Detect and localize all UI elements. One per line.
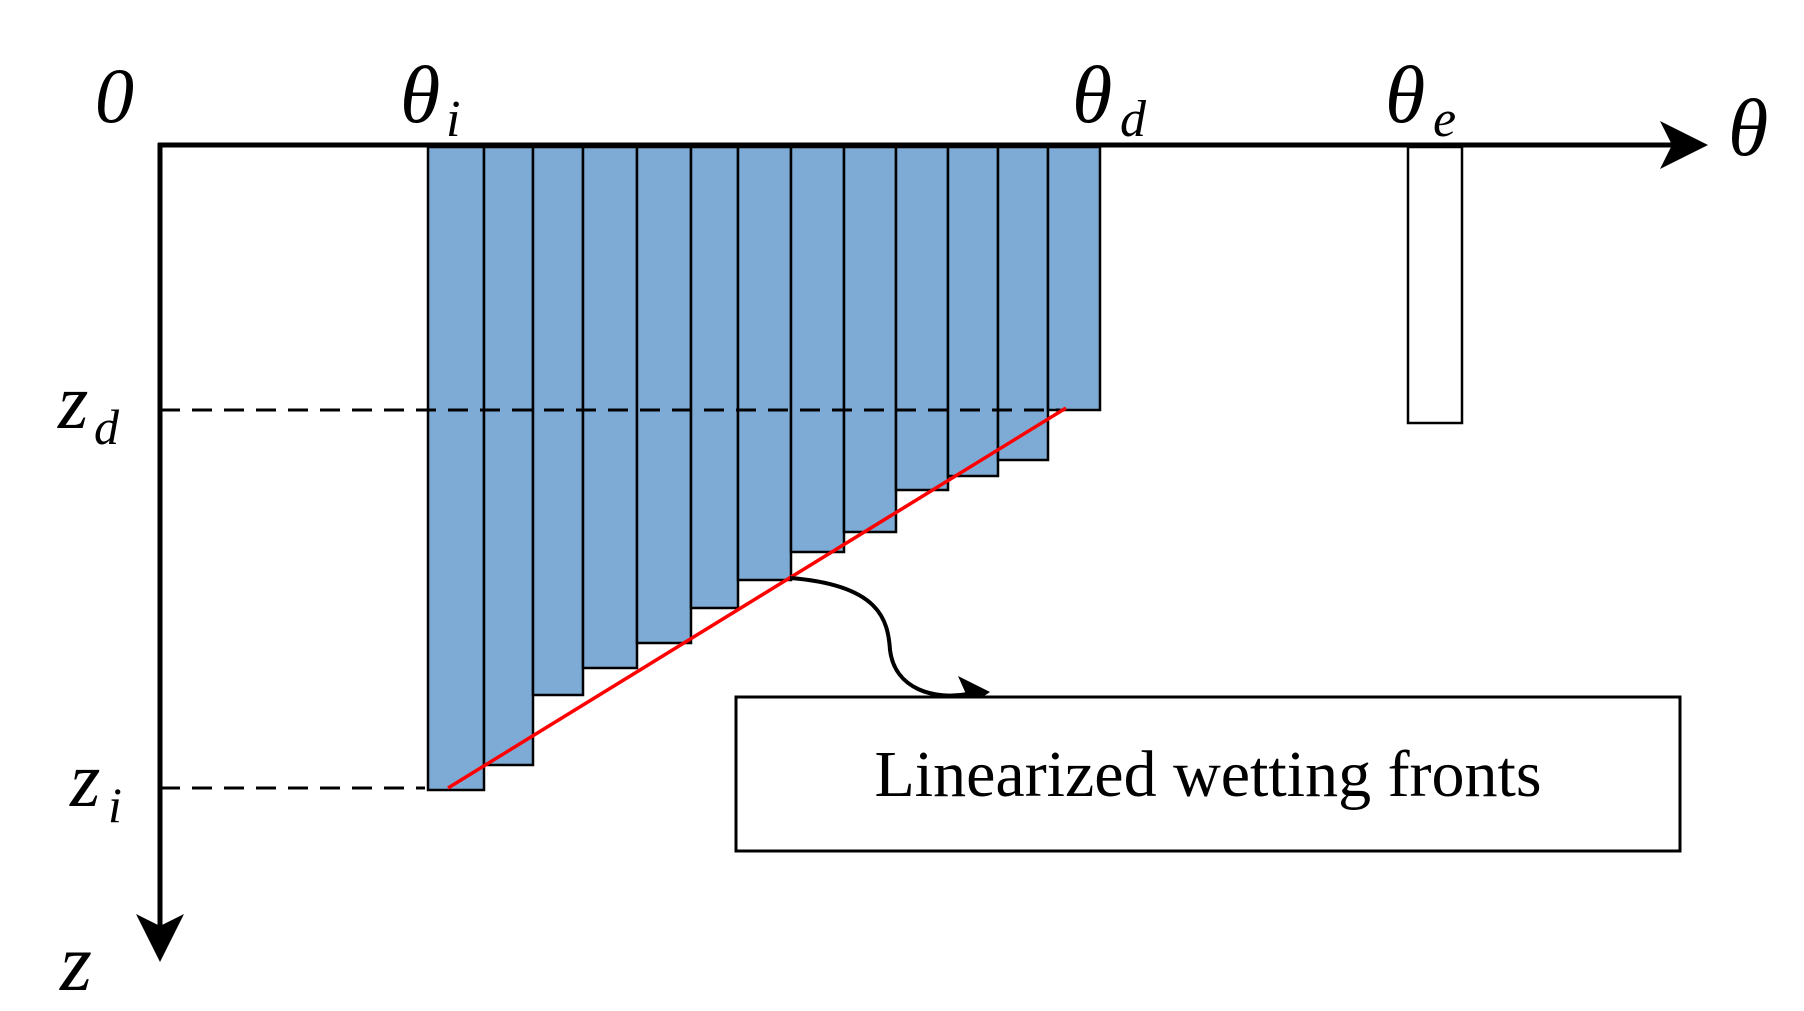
svg-text:i: i bbox=[446, 91, 460, 148]
theta-d-label: θ d bbox=[1072, 49, 1147, 148]
svg-text:z: z bbox=[57, 358, 88, 445]
callout-arrow bbox=[789, 576, 969, 698]
linearized-front-line bbox=[447, 406, 1067, 790]
moisture-bin bbox=[426, 145, 486, 792]
theta-axis-arrowhead bbox=[1660, 121, 1708, 169]
svg-text:i: i bbox=[108, 777, 122, 833]
theta-i-label: θ i bbox=[400, 49, 460, 148]
moisture-bin bbox=[581, 145, 639, 670]
moisture-bin bbox=[894, 145, 950, 492]
z-axis-label: z bbox=[59, 917, 92, 1008]
moisture-bin bbox=[736, 145, 793, 582]
svg-text:θ: θ bbox=[1072, 49, 1112, 140]
svg-text:θ: θ bbox=[1385, 49, 1425, 140]
origin-label: 0 bbox=[95, 52, 134, 139]
theta-e-bin bbox=[1406, 145, 1464, 425]
theta-axis-label: θ bbox=[1728, 82, 1768, 173]
svg-text:e: e bbox=[1433, 91, 1456, 148]
callout-box bbox=[734, 695, 1682, 853]
callout-text: Linearized wetting fronts bbox=[874, 738, 1541, 811]
svg-text:θ: θ bbox=[400, 49, 440, 140]
z-axis-arrowhead bbox=[136, 914, 184, 962]
moisture-bin bbox=[482, 145, 535, 767]
moisture-bin bbox=[996, 145, 1050, 462]
moisture-bin bbox=[635, 145, 693, 645]
z-i-label: z i bbox=[69, 736, 122, 833]
svg-text:d: d bbox=[94, 399, 120, 455]
moisture-bin bbox=[842, 145, 898, 534]
z-d-label: z d bbox=[57, 358, 120, 455]
svg-text:z: z bbox=[69, 736, 100, 823]
moisture-bin bbox=[946, 145, 1000, 478]
moisture-bin bbox=[789, 145, 846, 554]
moisture-bins bbox=[426, 145, 1102, 792]
moisture-bin bbox=[531, 145, 585, 697]
svg-text:d: d bbox=[1120, 91, 1147, 148]
moisture-bin bbox=[1046, 145, 1102, 412]
moisture-bin bbox=[689, 145, 740, 610]
theta-e-label: θ e bbox=[1385, 49, 1456, 148]
